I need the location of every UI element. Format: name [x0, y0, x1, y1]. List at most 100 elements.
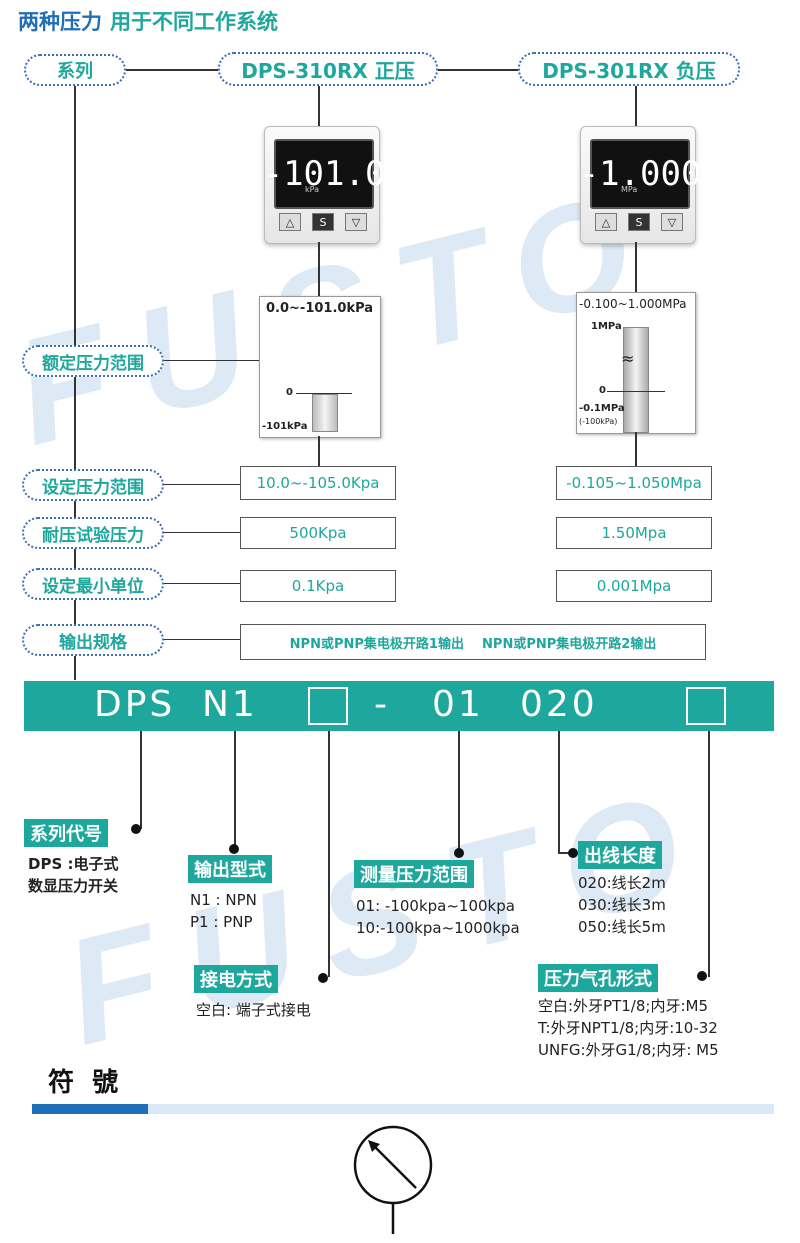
pressure-switch-negative: -1.000 MPa △ S ▽ — [579, 126, 701, 244]
desc-line: 030:线长3m — [578, 896, 666, 914]
connector-line — [164, 484, 240, 485]
desc-line: 050:线长5m — [578, 918, 666, 936]
up-button-icon: △ — [279, 213, 301, 231]
series-label-text: 系列 — [57, 61, 93, 82]
rated-range-text: 额定压力范围 — [42, 353, 144, 374]
series-code-desc: DPS :电子式 数显压力开关 — [28, 853, 118, 897]
leader-line — [328, 731, 330, 977]
positive-column-line — [318, 436, 320, 466]
proof-pressure-positive: 500Kpa — [240, 517, 396, 549]
set-range-text: 设定压力范围 — [42, 477, 144, 498]
symbol-title: 符 號 — [48, 1068, 119, 1098]
set-range-positive: 10.0~-105.0Kpa — [240, 466, 396, 500]
desc-line: 空白: 端子式接电 — [196, 1001, 311, 1019]
desc-line: 01: -100kpa~100kpa — [356, 897, 515, 915]
model-positive-text: DPS-310RX 正压 — [241, 58, 415, 83]
leader-dot — [454, 848, 464, 858]
down-button-icon: ▽ — [661, 213, 683, 231]
desc-line: 数显压力开关 — [28, 877, 119, 895]
set-range-negative: -0.105~1.050Mpa — [556, 466, 712, 500]
desc-line: 020:线长2m — [578, 874, 666, 892]
down-button-icon: ▽ — [345, 213, 367, 231]
output-type-desc: N1 : NPN P1 : PNP — [190, 889, 257, 933]
desc-line: 空白:外牙PT1/8;内牙:M5 — [538, 997, 708, 1015]
connector-line — [438, 69, 518, 71]
trunk-line — [74, 84, 76, 680]
desc-line: N1 : NPN — [190, 891, 257, 909]
gauge-zero: 0 — [286, 387, 293, 398]
device-display: -1.000 — [579, 139, 701, 209]
desc-line: UNFG:外牙G1/8;内牙: M5 — [538, 1041, 719, 1059]
leader-dot — [318, 973, 328, 983]
heading-sub: 用于不同工作系统 — [110, 10, 278, 34]
leader-line — [558, 731, 560, 853]
connector-line — [164, 583, 240, 584]
break-mark: ≈ — [621, 349, 635, 368]
model-positive-label: DPS-310RX 正压 — [218, 52, 438, 86]
port-type-tag: 压力气孔形式 — [538, 964, 658, 992]
gauge-range: 0.0~-101.0kPa — [266, 301, 374, 316]
pressure-gauge-symbol-icon — [353, 1125, 433, 1234]
min-unit-label: 设定最小单位 — [22, 568, 164, 600]
connector-line — [164, 532, 240, 533]
code-dps: DPS — [94, 684, 176, 725]
measure-range-tag: 测量压力范围 — [354, 860, 474, 888]
desc-line: T:外牙NPT1/8;内牙:10-32 — [538, 1019, 718, 1037]
leader-dot — [131, 824, 141, 834]
negative-column-line — [635, 86, 637, 126]
display-unit: kPa — [305, 185, 319, 194]
desc-line: 10:-100kpa~1000kpa — [356, 919, 520, 937]
output-spec-value: NPN或PNP集电极开路1输出 NPN或PNP集电极开路2输出 — [240, 624, 706, 660]
section-bar-light — [148, 1104, 774, 1114]
min-unit-text: 设定最小单位 — [42, 576, 144, 597]
zero-line — [607, 391, 665, 392]
connector-line — [126, 69, 218, 71]
positive-column-line — [318, 242, 320, 296]
section-bar-dark — [32, 1104, 148, 1114]
pressure-column — [312, 394, 338, 432]
leader-dot — [568, 848, 578, 858]
min-unit-negative: 0.001Mpa — [556, 570, 712, 602]
page-heading: 两种压力用于不同工作系统 — [18, 6, 278, 36]
model-negative-label: DPS-301RX 负压 — [518, 52, 740, 86]
negative-column-line — [635, 242, 637, 292]
code-range: 01 — [432, 684, 484, 725]
leader-line — [140, 731, 142, 829]
proof-pressure-label: 耐压试验压力 — [22, 517, 164, 549]
gauge-bottom: -0.1MPa — [579, 403, 625, 414]
min-unit-positive: 0.1Kpa — [240, 570, 396, 602]
device-display: -101.0 — [263, 139, 385, 209]
gauge-zero: 0 — [599, 385, 606, 396]
zero-line — [296, 393, 352, 394]
rated-range-label: 额定压力范围 — [22, 345, 164, 377]
code-n1: N1 — [202, 684, 258, 725]
model-code-banner: DPS N1 - 01 020 — [24, 681, 774, 731]
proof-pressure-negative: 1.50Mpa — [556, 517, 712, 549]
gauge-bottom-sub: (-100kPa) — [579, 417, 618, 426]
port-type-desc: 空白:外牙PT1/8;内牙:M5 T:外牙NPT1/8;内牙:10-32 UNF… — [538, 995, 719, 1061]
series-label: 系列 — [24, 54, 126, 86]
proof-pressure-text: 耐压试验压力 — [42, 525, 144, 546]
connector-line — [164, 639, 240, 640]
display-unit: MPa — [621, 185, 638, 194]
leader-line — [558, 852, 572, 854]
leader-line — [234, 731, 236, 845]
code-slot-wiring — [308, 687, 348, 725]
leader-dot — [229, 844, 239, 854]
measure-range-desc: 01: -100kpa~100kpa 10:-100kpa~1000kpa — [356, 895, 520, 939]
leader-line — [708, 731, 710, 977]
code-cable: 020 — [520, 684, 598, 725]
series-code-tag: 系列代号 — [24, 819, 108, 847]
leader-dot — [697, 971, 707, 981]
wiring-tag: 接电方式 — [194, 965, 278, 993]
pressure-switch-positive: -101.0 kPa △ S ▽ — [263, 126, 385, 244]
gauge-bottom: -101kPa — [262, 421, 308, 432]
range-gauge-positive: 0.0~-101.0kPa 0 -101kPa — [259, 296, 381, 438]
cable-length-desc: 020:线长2m 030:线长3m 050:线长5m — [578, 872, 666, 938]
output-spec-text: 输出规格 — [59, 632, 127, 653]
code-dash: - — [374, 684, 390, 725]
output-spec-label: 输出规格 — [22, 624, 164, 656]
connector-line — [164, 360, 259, 361]
cable-length-tag: 出线长度 — [578, 841, 662, 869]
up-button-icon: △ — [595, 213, 617, 231]
